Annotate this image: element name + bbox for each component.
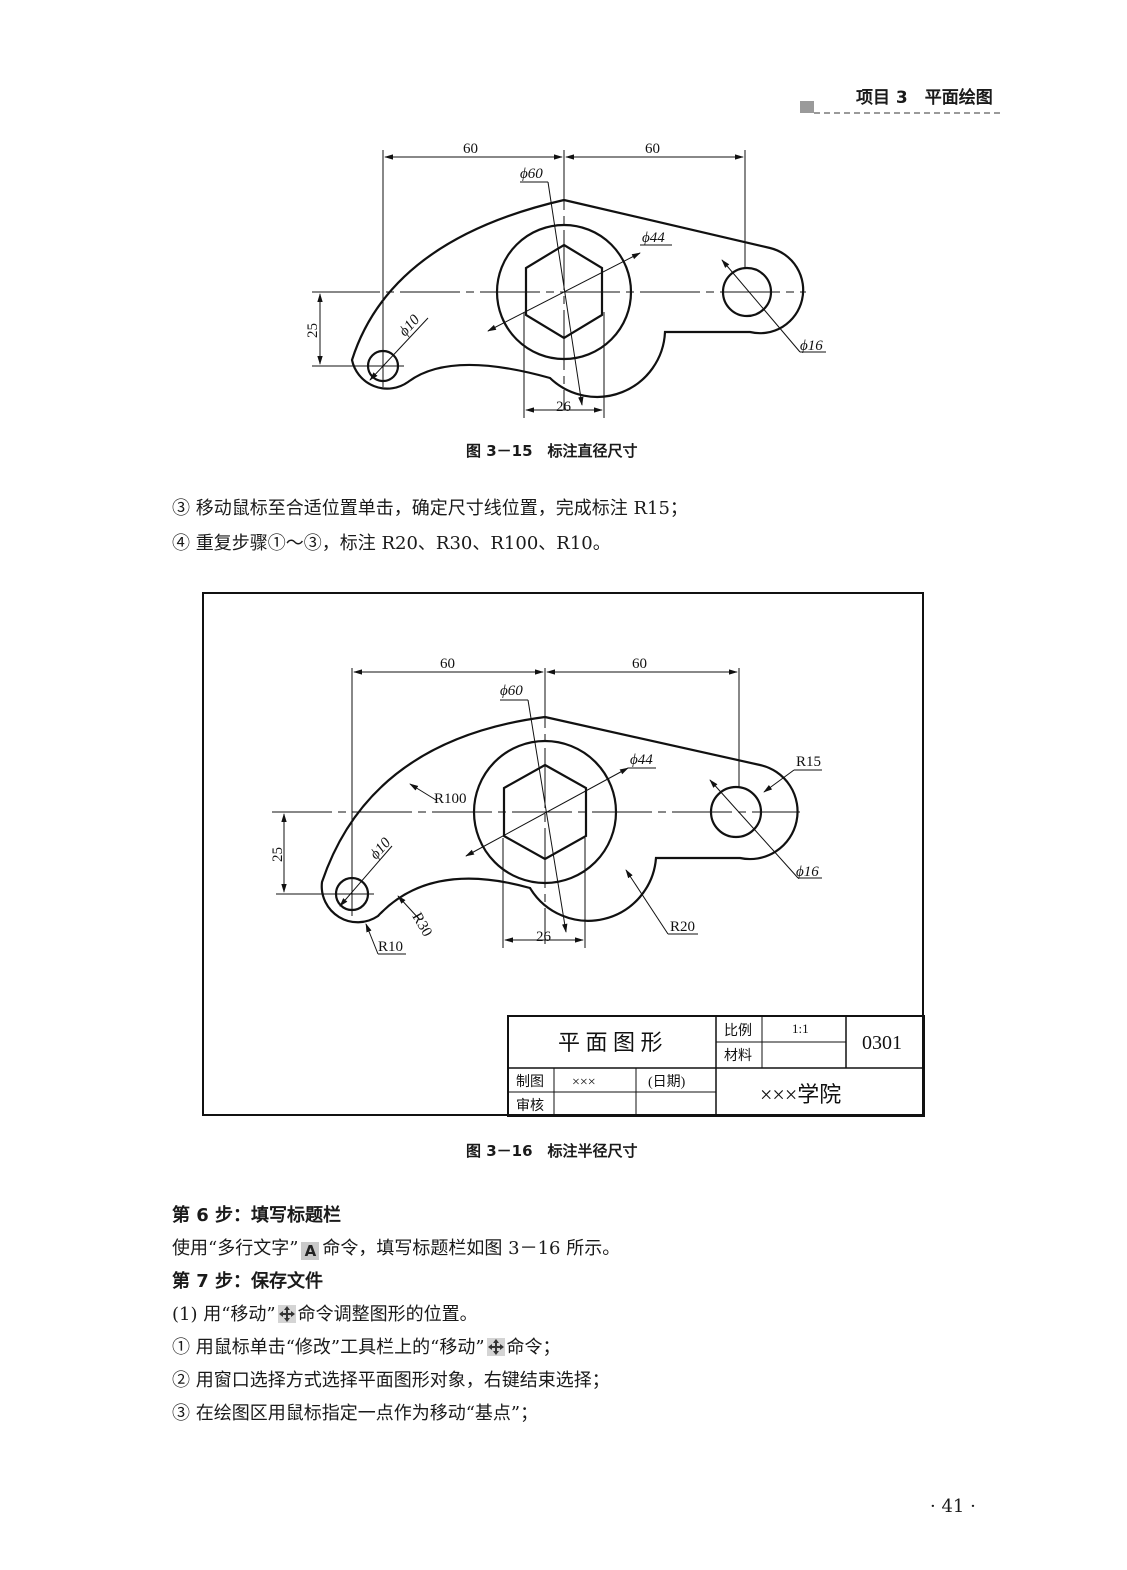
header-dashed-rule (814, 112, 1000, 114)
fig16-dia-10: ϕ10 (367, 835, 394, 863)
fig16-r100: R100 (434, 791, 467, 807)
fig16-r15: R15 (796, 754, 821, 770)
fig16-dia-60: ϕ60 (500, 683, 523, 699)
fig16-dim-right: 60 (632, 656, 647, 672)
step-7-line-1-after: 命令调整图形的位置。 (297, 1304, 478, 1325)
header-block-icon (800, 101, 814, 113)
move-icon (277, 1305, 296, 1329)
fig16-r20: R20 (670, 919, 695, 935)
fig15-dim-25: 25 (305, 323, 321, 338)
fig15-dim-26: 26 (556, 399, 572, 415)
fig16-dim-25: 25 (270, 847, 286, 862)
figure-3-16-drawing: 60 60 ϕ60 ϕ44 R15 R100 ϕ16 R20 ϕ10 R30 R… (270, 656, 925, 1117)
multiline-text-icon: A (301, 1242, 320, 1260)
step-6-text-after: 命令，填写标题栏如图 3－16 所示。 (322, 1238, 621, 1259)
page-number: · 41 · (930, 1496, 976, 1517)
fig16-dim-left: 60 (440, 656, 455, 672)
step-6-text-before: 使用“多行文字” (172, 1238, 299, 1259)
title-block-material-label: 材料 (724, 1048, 752, 1064)
fig16-dia-44: ϕ44 (630, 752, 653, 768)
step-7-line-4: ③ 在绘图区用鼠标指定一点作为移动“基点”； (172, 1403, 539, 1424)
figure-3-15-caption: 图 3－15 标注直径尺寸 (466, 442, 638, 460)
step-6-heading: 第 6 步：填写标题栏 (172, 1205, 342, 1226)
title-block-name: 平 面 图 形 (558, 1030, 663, 1055)
fig15-dia-16: ϕ16 (800, 338, 823, 354)
step-7-line-2: ① 用鼠标单击“修改”工具栏上的“移动” 命令； (172, 1337, 561, 1362)
fig16-dia-16: ϕ16 (796, 864, 819, 880)
step-7-heading: 第 7 步：保存文件 (172, 1271, 324, 1292)
fig15-dim-right: 60 (645, 141, 660, 157)
move-icon (486, 1338, 505, 1362)
title-block-drawn-label: 制图 (516, 1074, 544, 1090)
title-block-scale-value: 1:1 (792, 1021, 809, 1036)
step-7-line-2-before: ① 用鼠标单击“修改”工具栏上的“移动” (172, 1337, 485, 1358)
fig16-r30: R30 (409, 910, 435, 940)
title-block-scale-label: 比例 (724, 1023, 752, 1039)
figure-3-15-drawing: 60 60 ϕ60 ϕ44 ϕ16 ϕ10 25 26 (305, 141, 826, 418)
title-block-drawn-by: ××× (572, 1075, 596, 1090)
fig15-dia-10: ϕ10 (396, 312, 423, 340)
step-7-line-3: ② 用窗口选择方式选择平面图形对象，右键结束选择； (172, 1370, 610, 1391)
step-7-line-1-before: (1) 用“移动” (172, 1304, 276, 1325)
step-3-text: ③ 移动鼠标至合适位置单击，确定尺寸线位置，完成标注 R15； (172, 498, 688, 519)
title-block-code: 0301 (862, 1032, 902, 1054)
step-4-text: ④ 重复步骤①～③，标注 R20、R30、R100、R10。 (172, 533, 611, 554)
fig16-dim-26: 26 (536, 929, 552, 945)
fig15-dia-44: ϕ44 (642, 230, 665, 246)
running-header-title: 项目 3 平面绘图 (856, 88, 993, 108)
fig16-r10: R10 (378, 939, 403, 955)
title-block-check-label: 审核 (516, 1098, 544, 1114)
fig15-dim-left: 60 (463, 141, 478, 157)
step-7-line-1: (1) 用“移动” 命令调整图形的位置。 (172, 1304, 478, 1329)
figure-3-16-caption: 图 3－16 标注半径尺寸 (466, 1142, 638, 1160)
title-block-date: (日期) (648, 1074, 686, 1090)
fig15-dia-60: ϕ60 (520, 166, 543, 182)
step-7-line-2-after: 命令； (506, 1337, 561, 1358)
title-block-school: ×××学院 (760, 1082, 841, 1107)
